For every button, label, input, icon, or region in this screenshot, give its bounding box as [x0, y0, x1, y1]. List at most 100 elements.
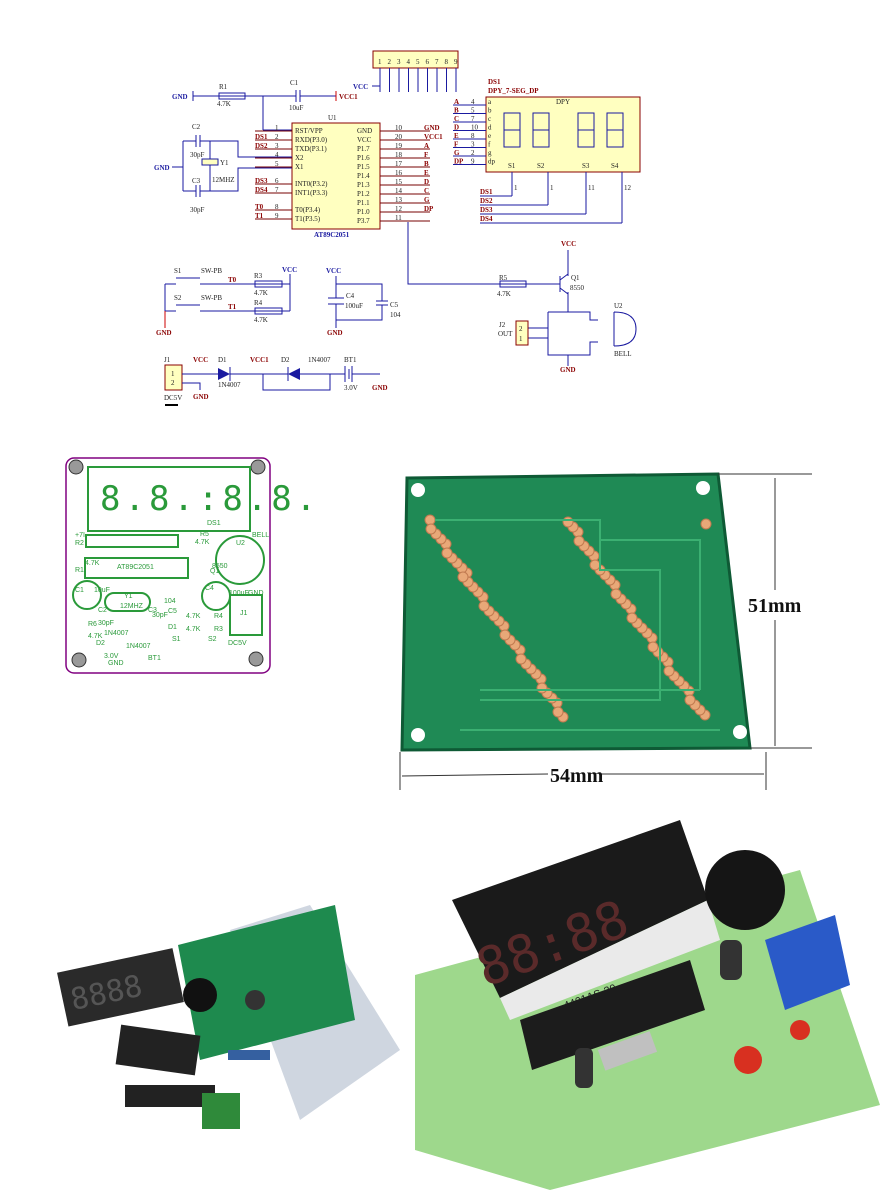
s2-type: SW-PB	[201, 294, 222, 302]
silkscreen-label: +7I	[75, 532, 85, 539]
net-label: DP	[424, 205, 434, 213]
silkscreen-label: 4.7K	[85, 560, 100, 567]
net-label: DS3	[255, 177, 268, 185]
power-circuit: 1 2 J1 DC5V VCC GND D1 1N4007 VCC1 D2 1N…	[164, 356, 388, 406]
solder-pad	[663, 665, 675, 677]
mcu-pin-number: 2	[275, 133, 279, 141]
mcu-pin-name: T0(P3.4)	[295, 206, 321, 214]
segment-pin-number: 10	[471, 124, 479, 132]
connector-pin-number: 8	[445, 58, 449, 66]
silkscreen-label: DC5V	[228, 640, 247, 647]
mcu-pin-name: RST/VPP	[295, 127, 323, 135]
mcu-pin-name: GND	[357, 127, 372, 135]
j2-pin: 1	[519, 335, 523, 343]
mcu-pin-name: P1.7	[357, 145, 370, 153]
r1-label: R1	[219, 83, 228, 91]
decoupling-circuit: VCC C4 100uF C5 104 GND	[326, 267, 401, 337]
solder-pad	[610, 588, 622, 600]
mcu-pin-number: 8	[275, 203, 279, 211]
u1-label: U1	[328, 114, 337, 122]
mcu-pin-name: P1.6	[357, 154, 370, 162]
height-dimension-label: 51mm	[748, 595, 802, 617]
digit-label: S2	[537, 162, 545, 170]
c5-value: 104	[390, 311, 401, 319]
connector-pin-number: 6	[426, 58, 430, 66]
segment-net: A	[454, 98, 459, 106]
net-label: VCC1	[424, 133, 443, 141]
j2-label: J2	[499, 321, 506, 329]
silkscreen-label: BELL	[252, 532, 269, 539]
mcu-pin-number: 17	[395, 160, 403, 168]
mcu-pin-number: 7	[275, 186, 279, 194]
solder-pad	[478, 600, 490, 612]
vcc-label: VCC	[282, 266, 297, 274]
segment-net: D	[454, 124, 459, 132]
segment-letter: a	[488, 98, 492, 106]
solder-pad	[425, 523, 437, 535]
solder-pad	[700, 518, 712, 530]
silkscreen-label: 30pF	[152, 612, 168, 619]
mcu-pin-number: 20	[395, 133, 403, 141]
connector-pin-number: 2	[388, 58, 392, 66]
mcu-pin-name: T1(P3.5)	[295, 215, 321, 223]
segment-net: F	[454, 141, 458, 149]
mounting-hole	[733, 725, 747, 739]
c3-label: C3	[192, 177, 201, 185]
segment-pin-number: 8	[471, 132, 475, 140]
reset-circuit: GND R1 4.7K C1 10uF VCC1	[172, 79, 358, 131]
ds1-part: DPY_7-SEG_DP	[488, 87, 539, 95]
silkscreen-label: C3	[148, 607, 157, 614]
silkscreen-label: R5	[200, 531, 209, 538]
silkscreen-label: GND	[248, 590, 264, 597]
silkscreen-label: 1N4007	[126, 643, 151, 650]
gnd-label: GND	[154, 164, 170, 172]
r3-value: 4.7K	[254, 289, 268, 297]
j1-pin: 1	[171, 370, 175, 378]
solder-pad	[684, 694, 696, 706]
digit-pin-number: 12	[624, 184, 632, 192]
bt1-label: BT1	[344, 356, 357, 364]
mcu-pin-name: INT0(P3.2)	[295, 180, 328, 188]
segment-letter: g	[488, 149, 492, 157]
c4-label: C4	[346, 292, 355, 300]
vcc-label: VCC	[326, 267, 341, 275]
mcu-pin-name: P1.5	[357, 163, 370, 171]
vcc1-label: VCC1	[250, 356, 269, 364]
net-label: C	[424, 187, 429, 195]
silkscreen-label: J1	[240, 610, 248, 617]
solder-pad	[424, 514, 436, 526]
mcu-pin-number: 9	[275, 212, 279, 220]
net-label: F	[424, 151, 428, 159]
mcu-pin-number: 13	[395, 196, 403, 204]
net-label: T0	[255, 203, 264, 211]
bell-label: BELL	[614, 350, 632, 358]
bt1-value: 3.0V	[344, 384, 358, 392]
silkscreen-label: 4.7K	[195, 539, 210, 546]
digit-pin-number: 1	[514, 184, 518, 192]
net-label: G	[424, 196, 430, 204]
silkscreen-label: D2	[96, 640, 105, 647]
silkscreen-label: 1N4007	[104, 630, 129, 637]
u2-label: U2	[614, 302, 623, 310]
r1-resistor	[218, 92, 246, 100]
silkscreen-label: S2	[208, 636, 217, 643]
connector-pin-number: 7	[435, 58, 439, 66]
out-label: OUT	[498, 330, 513, 338]
d2-label: D2	[281, 356, 290, 364]
mcu-pin-name: P1.2	[357, 190, 370, 198]
silkscreen-label: Y1	[124, 593, 133, 600]
digit-label: S3	[582, 162, 590, 170]
mcu-pin-number: 16	[395, 169, 403, 177]
c1-value: 10uF	[289, 104, 304, 112]
digit-pin-number: 11	[588, 184, 595, 192]
d2-part: 1N4007	[308, 356, 331, 364]
mcu-pin-number: 3	[275, 142, 279, 150]
mcu-pin-number: 4	[275, 151, 279, 159]
mcu-pin-number: 14	[395, 187, 403, 195]
silkscreen-label: 4.7K	[186, 626, 201, 633]
vcc-label: VCC	[193, 356, 208, 364]
